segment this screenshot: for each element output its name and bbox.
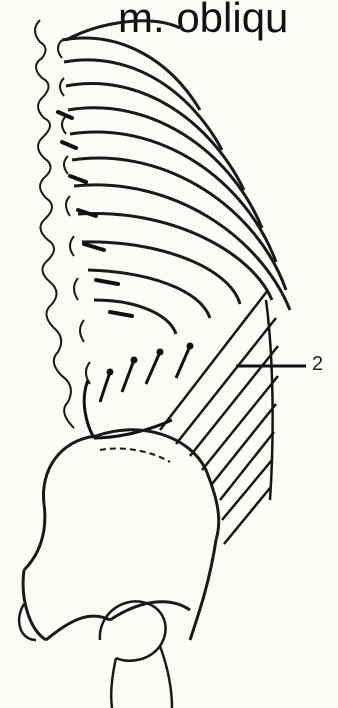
- pelvis: [23, 430, 219, 640]
- oblique-muscle-fibers: [160, 290, 278, 544]
- rib-cage: [62, 21, 290, 334]
- callout-label-2: 2: [312, 353, 323, 375]
- vertebral-column: [35, 20, 90, 428]
